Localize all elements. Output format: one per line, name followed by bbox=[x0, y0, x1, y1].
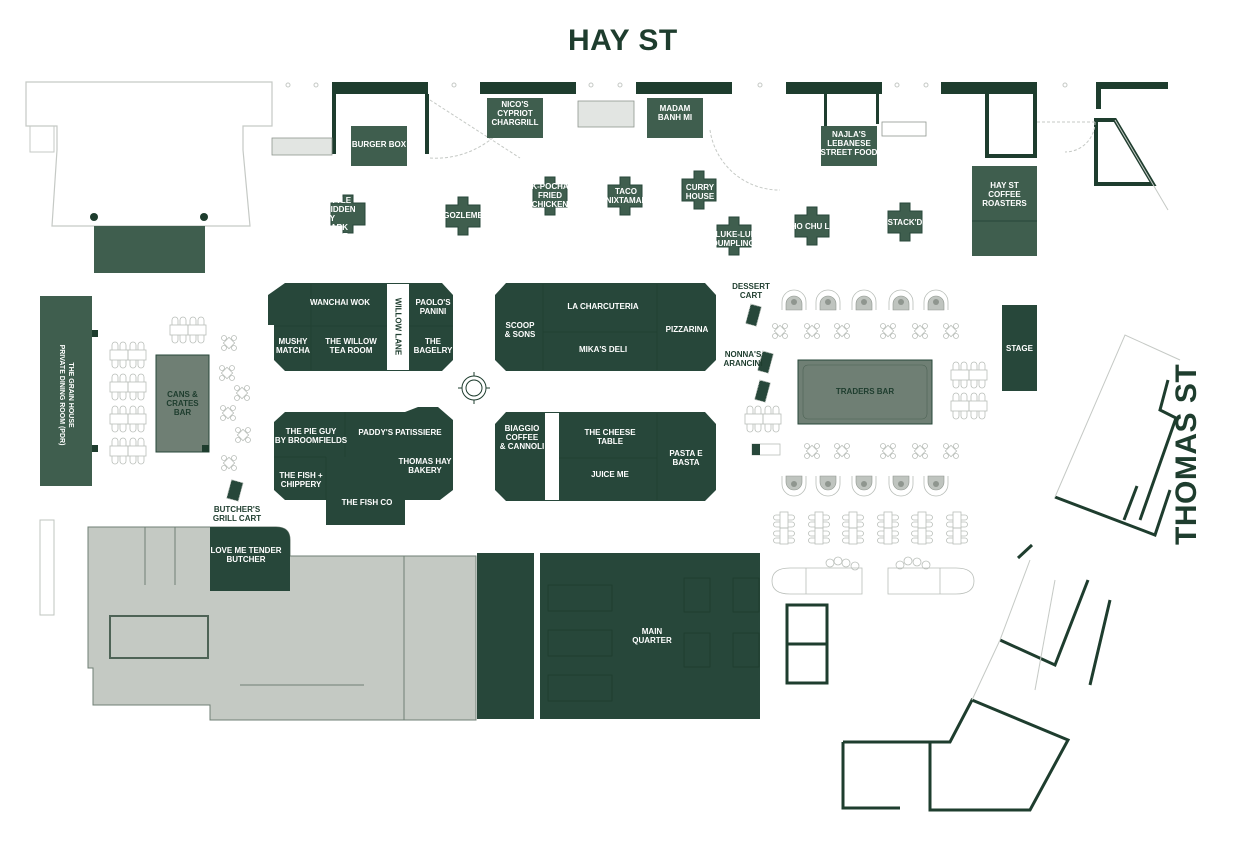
building-outline bbox=[25, 81, 273, 227]
cans-crates-bar bbox=[155, 354, 210, 453]
grain-house-pdr bbox=[40, 296, 92, 486]
stall-madam-banh-mi bbox=[647, 98, 703, 138]
stall-hay-st-coffee bbox=[972, 166, 1037, 256]
street-label-hay-st: HAY ST bbox=[568, 24, 678, 57]
willow-lane bbox=[387, 284, 409, 370]
block-cheese bbox=[495, 412, 716, 501]
pod-gozleme bbox=[445, 196, 481, 236]
pod-luke-luk bbox=[716, 216, 752, 256]
pod-curry bbox=[681, 170, 717, 210]
pod-little-midden bbox=[330, 194, 366, 234]
block-deli bbox=[495, 283, 716, 371]
pod-pho bbox=[794, 206, 830, 246]
stall-najlas bbox=[821, 126, 877, 166]
cart-butchers bbox=[226, 479, 244, 502]
fountain bbox=[458, 372, 490, 404]
block-willow bbox=[268, 283, 453, 371]
cart-dessert bbox=[745, 303, 762, 327]
main-quarter bbox=[540, 553, 760, 719]
pod-stackd bbox=[887, 202, 923, 242]
pod-taco bbox=[607, 176, 643, 216]
terrace-block bbox=[94, 226, 205, 273]
traders-bar bbox=[797, 359, 933, 425]
cart-nonnas bbox=[757, 350, 774, 374]
stall-nicos bbox=[487, 98, 543, 138]
corridor-block bbox=[477, 553, 534, 719]
stall-burger-box bbox=[351, 126, 407, 166]
pod-k-pocha bbox=[532, 176, 568, 216]
block-bakery bbox=[274, 407, 453, 525]
stage bbox=[1002, 305, 1037, 391]
stall-love-me-tender bbox=[210, 527, 290, 591]
